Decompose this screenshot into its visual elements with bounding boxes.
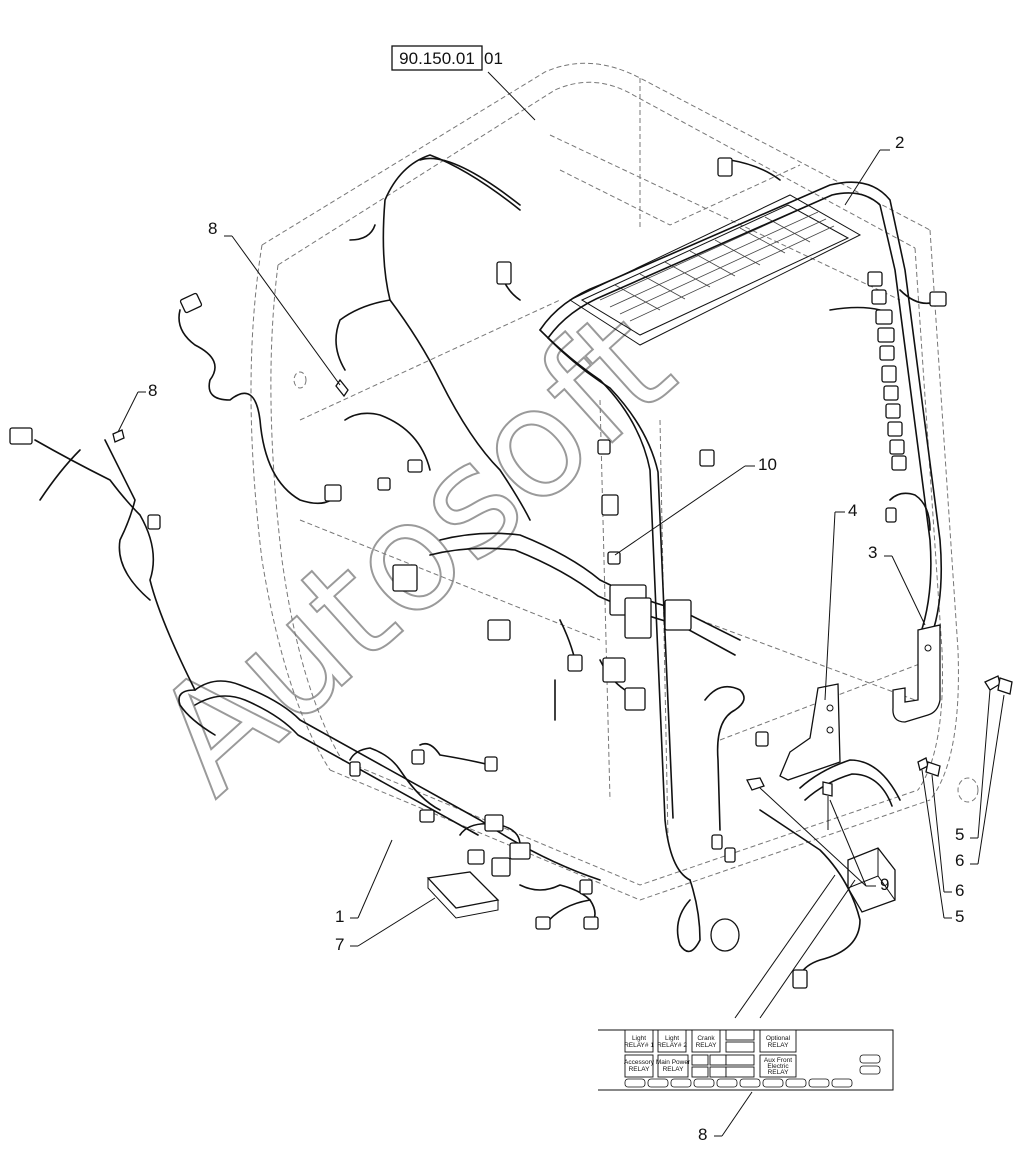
svg-text:Main Power: Main Power	[656, 1059, 691, 1066]
svg-text:Aux Front: Aux Front	[764, 1057, 792, 1064]
relay-label-panel: Light RELAY# 1 Light RELAY# 2 Crank RELA…	[598, 874, 894, 1091]
callout-9: 8	[698, 1125, 707, 1144]
callout-3: 3	[868, 543, 877, 562]
left-harness	[9, 292, 601, 930]
svg-text:Light: Light	[632, 1035, 646, 1042]
roof-harness	[539, 181, 943, 953]
svg-text:Light: Light	[665, 1035, 679, 1042]
svg-text:RELAY: RELAY	[663, 1066, 684, 1073]
svg-text:Optional: Optional	[766, 1035, 791, 1042]
svg-text:RELAY: RELAY	[629, 1066, 650, 1073]
item-7-cover	[426, 871, 500, 919]
upper-harness	[335, 154, 781, 521]
reference-label: 90.150.01 01	[391, 45, 536, 121]
bracket-3	[892, 624, 941, 723]
relay-box	[759, 759, 901, 989]
svg-text:RELAY: RELAY	[768, 1069, 789, 1076]
callout-8-top: 8	[208, 219, 217, 238]
reference-code: 90.150.01	[399, 49, 475, 68]
svg-text:Accessory: Accessory	[624, 1059, 655, 1066]
reference-suffix: 01	[484, 49, 503, 68]
callout-7: 7	[335, 935, 344, 954]
callout-1: 1	[335, 907, 344, 926]
callout-6-upper: 6	[955, 851, 964, 870]
svg-text:RELAY: RELAY	[768, 1042, 789, 1049]
callout-5-lower: 5	[955, 907, 964, 926]
center-connectors	[392, 439, 769, 952]
svg-text:Crank: Crank	[697, 1035, 715, 1042]
callout-5-upper: 5	[955, 825, 964, 844]
callout-6-lower: 6	[955, 881, 964, 900]
svg-text:RELAY# 2: RELAY# 2	[657, 1042, 687, 1049]
ceiling-grille	[568, 194, 862, 346]
svg-text:RELAY# 1: RELAY# 1	[624, 1042, 654, 1049]
right-connector-stack	[829, 271, 947, 531]
cab-frame	[250, 62, 979, 901]
bracket-4	[779, 683, 841, 781]
callouts: 2 8 8 10 4 3 5 6 6 5 9 1	[117, 133, 1005, 1144]
callout-10: 10	[758, 455, 777, 474]
callout-2: 2	[895, 133, 904, 152]
svg-text:Electric: Electric	[767, 1063, 789, 1070]
callout-8-right: 9	[880, 875, 889, 894]
svg-text:RELAY: RELAY	[696, 1042, 717, 1049]
callout-4: 4	[848, 501, 857, 520]
callout-8-left: 8	[148, 381, 157, 400]
